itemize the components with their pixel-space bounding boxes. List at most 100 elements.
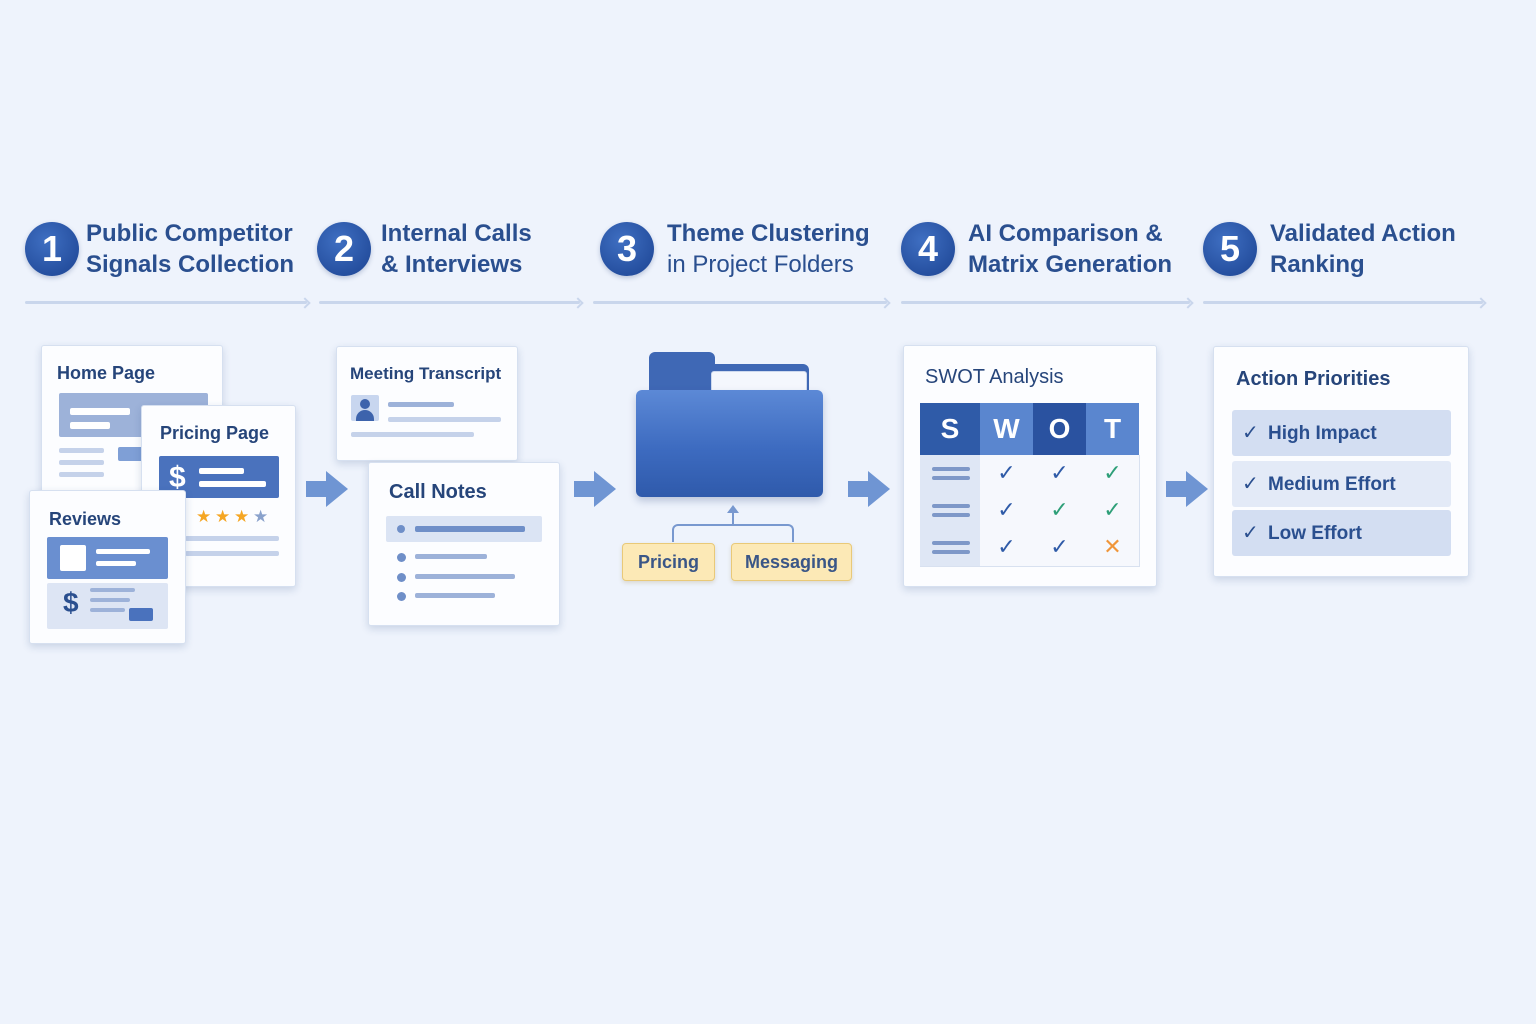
text-line (59, 448, 104, 453)
step-3-title-line2: in Project Folders (667, 251, 854, 278)
pricing-page-title: Pricing Page (160, 423, 270, 443)
action-priorities-title: Action Priorities (1236, 368, 1391, 390)
step-5-header: 5 Validated Action Ranking (1203, 218, 1483, 288)
review-line (90, 588, 135, 592)
swot-row-label (920, 492, 981, 530)
swot-header-s: S (920, 403, 980, 455)
step-4-number: 4 (901, 222, 955, 276)
review-line (96, 561, 136, 566)
call-notes-card: Call Notes (368, 462, 560, 626)
review-image-placeholder (60, 545, 86, 571)
text-line (185, 551, 279, 556)
text-line (59, 460, 104, 465)
text-line (185, 536, 279, 541)
price-line (199, 468, 244, 474)
swot-row-label (920, 529, 981, 567)
check-icon: ✓ (1050, 534, 1069, 559)
note-line (415, 554, 487, 559)
step-2-underline (319, 301, 580, 304)
note-line (415, 526, 525, 532)
reviews-title: Reviews (49, 509, 122, 529)
theme-tag-messaging[interactable]: Messaging (731, 543, 852, 581)
folder-icon (636, 390, 823, 497)
flow-arrow-icon (306, 471, 348, 507)
swot-row-line (932, 467, 970, 471)
transcript-line (351, 432, 474, 437)
step-3-title: Theme Clustering in Project Folders (667, 218, 870, 280)
step-1-title: Public Competitor Signals Collection (86, 218, 294, 280)
step-4-title-line2: Matrix Generation (968, 251, 1173, 278)
step-3-underline (593, 301, 887, 304)
home-page-title: Home Page (57, 363, 156, 383)
review-line (96, 549, 150, 554)
swot-row-line (932, 513, 970, 517)
step-2-title: Internal Calls & Interviews (381, 218, 532, 280)
check-icon: ✓ (1242, 473, 1259, 495)
swot-row-line (932, 550, 970, 554)
swot-cell: ✓ (1033, 529, 1087, 567)
review-line (90, 608, 125, 612)
step-2-number: 2 (317, 222, 371, 276)
step-1-title-line2: Signals Collection (86, 251, 295, 278)
theme-tag-pricing[interactable]: Pricing (622, 543, 715, 581)
call-notes-title: Call Notes (389, 481, 487, 503)
star-icon: ★ (234, 507, 250, 526)
cluster-bracket-tip (727, 505, 739, 513)
swot-analysis-title: SWOT Analysis (925, 366, 1064, 388)
swot-cell: ✓ (1033, 455, 1087, 493)
swot-header-w: W (980, 403, 1033, 455)
swot-cell: ✓ (980, 455, 1034, 493)
check-icon: ✓ (997, 534, 1016, 559)
review-badge (129, 608, 153, 621)
check-icon: ✓ (997, 460, 1016, 485)
swot-cell: ✕ (1086, 529, 1140, 567)
step-1-underline (25, 301, 307, 304)
flow-arrow-icon (848, 471, 890, 507)
star-icon: ★ (196, 507, 212, 526)
swot-cell: ✓ (980, 492, 1034, 530)
swot-cell: ✓ (1086, 492, 1140, 530)
action-item-low-effort[interactable]: ✓ Low Effort (1232, 510, 1451, 556)
reviews-card: Reviews $ (29, 490, 186, 644)
cta-block (118, 447, 144, 461)
swot-header-t: T (1086, 403, 1139, 455)
step-2-title-line2: & Interviews (381, 251, 523, 278)
flow-arrow-icon (1166, 471, 1208, 507)
check-icon: ✓ (1103, 497, 1122, 522)
review-line (90, 598, 130, 602)
swot-row-line (932, 504, 970, 508)
check-icon: ✓ (997, 497, 1016, 522)
meeting-transcript-card: Meeting Transcript (336, 346, 518, 461)
dollar-icon: $ (169, 461, 186, 494)
check-icon: ✓ (1242, 422, 1259, 444)
cluster-bracket (672, 524, 794, 542)
step-5-underline (1203, 301, 1483, 304)
step-3-header: 3 Theme Clustering in Project Folders (600, 218, 880, 288)
action-item-medium-effort[interactable]: ✓ Medium Effort (1232, 461, 1451, 507)
step-1-header: 1 Public Competitor Signals Collection (25, 218, 295, 288)
bullet-icon (397, 553, 406, 562)
star-icon: ★ (215, 507, 231, 526)
step-4-title: AI Comparison & Matrix Generation (968, 218, 1172, 280)
action-priorities-card: Action Priorities ✓ High Impact ✓ Medium… (1213, 346, 1469, 577)
swot-row-line (932, 476, 970, 480)
action-item-label: High Impact (1268, 423, 1377, 444)
note-line (415, 574, 515, 579)
check-icon: ✓ (1050, 497, 1069, 522)
step-5-number: 5 (1203, 222, 1257, 276)
step-1-title-line1: Public Competitor (86, 220, 293, 247)
star-icon: ★ (253, 507, 269, 526)
step-4-title-line1: AI Comparison & (968, 220, 1163, 247)
swot-cell: ✓ (980, 529, 1034, 567)
price-line (199, 481, 266, 487)
transcript-line (388, 417, 501, 422)
dollar-icon: $ (63, 587, 79, 618)
step-2-header: 2 Internal Calls & Interviews (317, 218, 567, 288)
check-icon: ✓ (1103, 460, 1122, 485)
cluster-bracket-stem (732, 507, 734, 526)
check-icon: ✓ (1050, 460, 1069, 485)
bullet-icon (397, 525, 405, 533)
action-item-label: Medium Effort (1268, 474, 1396, 495)
action-item-high-impact[interactable]: ✓ High Impact (1232, 410, 1451, 456)
